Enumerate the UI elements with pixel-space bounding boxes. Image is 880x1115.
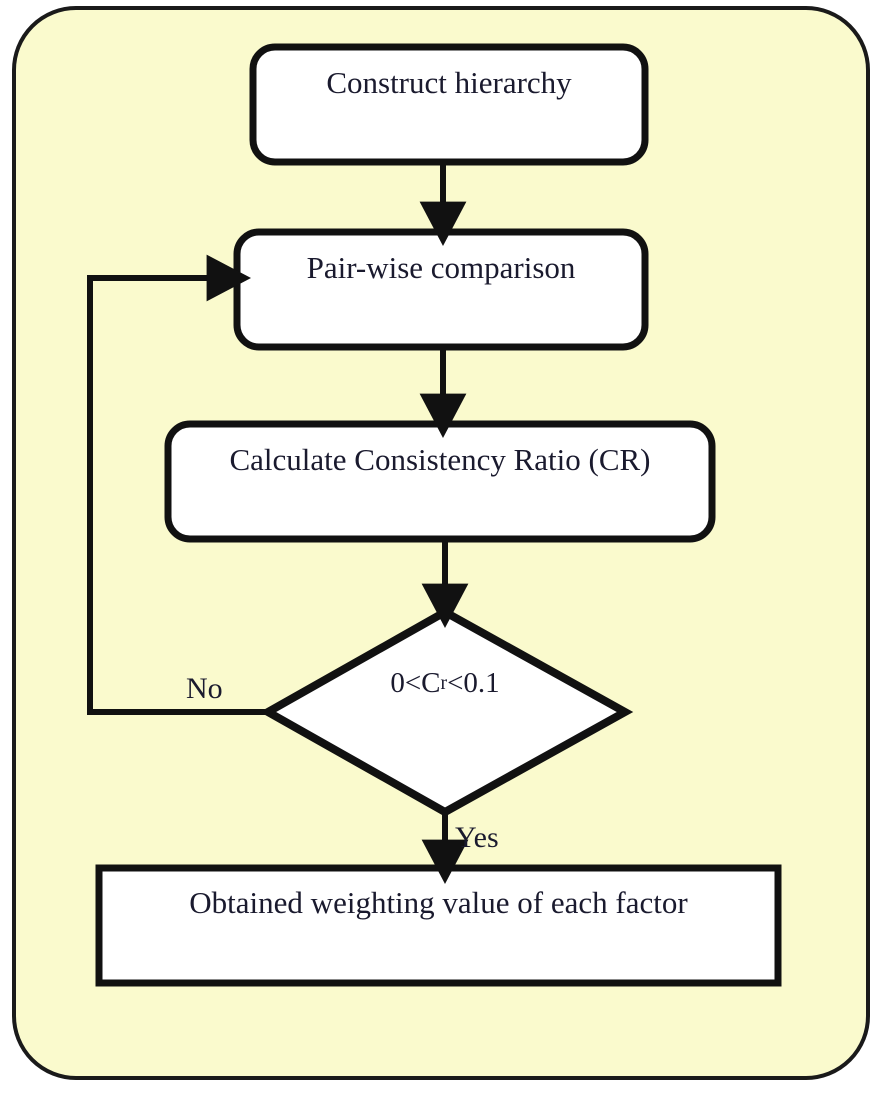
edge-no-feedback-loop <box>87 254 268 715</box>
node-construct-hierarchy[interactable] <box>249 43 649 166</box>
node-pair-wise-comparison[interactable] <box>233 228 649 351</box>
edge-label-yes: Yes <box>455 821 499 854</box>
edge-label-no: No <box>186 672 223 705</box>
node-obtained-weighting-value[interactable] <box>95 864 782 987</box>
node-calculate-consistency-ratio[interactable] <box>164 420 716 543</box>
